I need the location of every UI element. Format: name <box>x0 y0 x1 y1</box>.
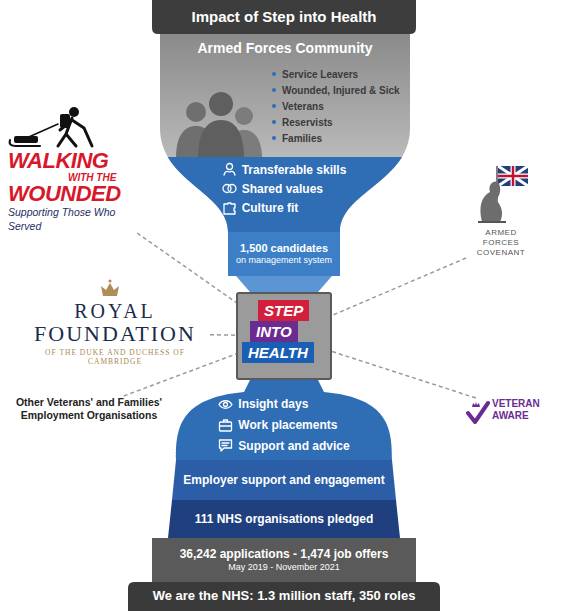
candidates-band: 1,500 candidateson management system <box>228 232 340 276</box>
band-subtext: on management system <box>236 255 332 266</box>
logo-stripe: INTO <box>250 321 298 342</box>
title-text: Impact of Step into Health <box>152 0 416 34</box>
member-row: Service Leavers <box>272 66 410 82</box>
logo-text: ROYAL <box>20 300 210 322</box>
dashed-connector <box>332 352 476 398</box>
member-item: Families <box>282 133 322 144</box>
logo-stripe: HEALTH <box>242 342 314 363</box>
member-row: Reservists <box>272 114 410 130</box>
lower-funnel <box>176 380 392 460</box>
logo-stripe: STEP <box>258 300 309 321</box>
employer-band <box>172 460 396 500</box>
dashed-connector <box>137 233 236 302</box>
icon-list: Insight daysWork placementsSupport and a… <box>218 394 349 456</box>
member-row: Wounded, Injured & Sick <box>272 82 410 98</box>
icon-row: Insight days <box>218 394 349 415</box>
bullet-dot <box>272 120 276 124</box>
logo-text: WALKING <box>8 150 148 172</box>
list-item: Transferable skills <box>242 163 347 177</box>
row-icon <box>218 418 233 433</box>
member-item: Veterans <box>282 101 324 112</box>
covenant-emblem <box>478 166 528 222</box>
logo-text: FOUNDATION <box>20 322 210 346</box>
band-text: 36,242 applications - 1,474 job offers <box>180 547 389 562</box>
pledged-band: 111 NHS organisations pledged <box>168 500 400 538</box>
bullet-dot <box>272 88 276 92</box>
employer-band: Employer support and engagement <box>172 460 396 500</box>
step-into-health-box: STEPINTOHEALTH <box>236 292 332 380</box>
list-item: Work placements <box>238 418 337 432</box>
check-mark <box>466 400 490 426</box>
check-crown <box>472 402 480 407</box>
logo-text: VETERAN AWARE <box>492 398 550 422</box>
logo-text: WOUNDED <box>8 183 148 205</box>
band-text: We are the NHS: 1.3 million staff, 350 r… <box>153 588 416 604</box>
other-orgs-label: Other Veterans' and Families' Employment… <box>3 396 175 422</box>
row-icon <box>222 181 237 196</box>
band-text: Employer support and engagement <box>183 473 384 488</box>
title-bar <box>152 0 416 34</box>
check-stroke <box>468 403 488 422</box>
covenant-logo: ARMED FORCES COVENANT <box>462 228 540 258</box>
applications-band: 36,242 applications - 1,474 job offersMa… <box>152 538 416 582</box>
list-item: Culture fit <box>242 201 299 215</box>
logo-text: Supporting Those Who Served <box>8 205 148 233</box>
royal-crown <box>101 280 119 297</box>
bullet-dot <box>272 104 276 108</box>
row-icon <box>218 397 233 412</box>
member-item: Wounded, Injured & Sick <box>282 85 400 96</box>
dashed-connector <box>332 258 466 315</box>
icon-row: Culture fit <box>222 199 347 218</box>
values-band: Transferable skillsShared valuesCulture … <box>196 160 372 218</box>
logo-text: WITH THE <box>68 172 148 183</box>
band-text: 111 NHS organisations pledged <box>195 512 374 527</box>
applications-band <box>152 538 416 582</box>
member-list: Service LeaversWounded, Injured & SickVe… <box>272 66 410 146</box>
icon-list: Transferable skillsShared valuesCulture … <box>222 160 347 218</box>
icon-row: Work placements <box>218 415 349 436</box>
icon-row: Transferable skills <box>222 160 347 179</box>
logo-text: ARMED FORCES COVENANT <box>468 228 534 258</box>
row-icon <box>218 438 233 453</box>
band-subtext: May 2019 - November 2021 <box>228 562 340 573</box>
icon-row: Shared values <box>222 179 347 198</box>
nhs-band: We are the NHS: 1.3 million staff, 350 r… <box>128 582 440 611</box>
row-icon <box>222 162 237 177</box>
royal-foundation-logo: ROYALFOUNDATION OF THE DUKE AND DUCHESS O… <box>20 300 210 366</box>
veteran-aware-logo: VETERAN AWARE <box>466 398 560 422</box>
support-band: Insight daysWork placementsSupport and a… <box>196 394 372 456</box>
group-heading: Armed Forces Community <box>160 38 410 58</box>
list-item: Shared values <box>242 182 323 196</box>
label-text: Other Veterans' and Families' Employment… <box>3 396 175 422</box>
bullet-dot <box>272 72 276 76</box>
dashed-connector <box>210 334 236 336</box>
people-silhouettes <box>176 92 262 158</box>
community-funnel: Armed Forces CommunityService LeaversWou… <box>160 38 410 156</box>
bullet-dot <box>272 136 276 140</box>
member-item: Reservists <box>282 117 333 128</box>
member-row: Veterans <box>272 98 410 114</box>
pledged-band <box>168 500 400 538</box>
walking-logo: WALKINGWITH THEWOUNDEDSupporting Those W… <box>8 150 148 233</box>
list-item: Insight days <box>238 397 308 411</box>
member-row: Families <box>272 130 410 146</box>
upper-neck <box>236 276 332 292</box>
icon-row: Support and advice <box>218 435 349 456</box>
band-text: 1,500 candidates <box>240 242 328 256</box>
upper-blue-band <box>150 157 420 237</box>
row-icon <box>222 201 237 216</box>
walker-figure <box>10 107 92 146</box>
list-item: Support and advice <box>238 439 349 453</box>
logo-subtitle: OF THE DUKE AND DUCHESS OF CAMBRIDGE <box>40 348 190 366</box>
candidates-band <box>228 232 340 276</box>
upper-funnel <box>160 34 410 232</box>
member-item: Service Leavers <box>282 69 358 80</box>
nhs-band <box>128 582 440 611</box>
